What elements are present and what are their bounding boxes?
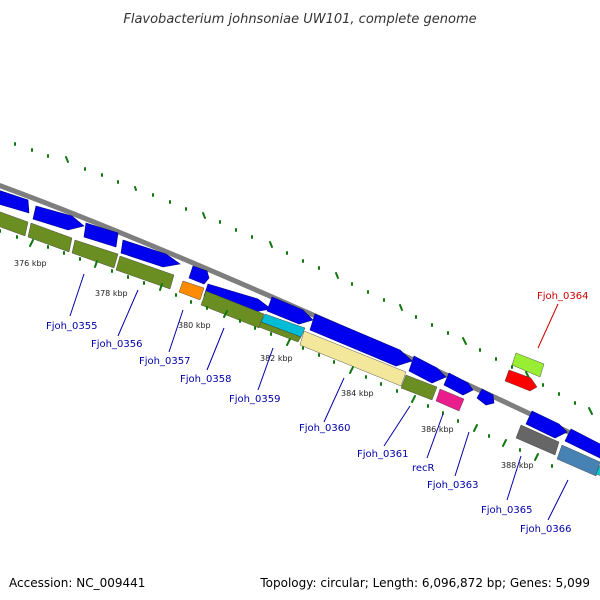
feature-bar-0365[interactable] xyxy=(515,424,560,456)
ruler-label-380: 380 kbp xyxy=(178,321,211,330)
gene-label-fjoh-0355[interactable]: Fjoh_0355 xyxy=(46,321,97,332)
feature-bar-0356b[interactable] xyxy=(115,255,175,290)
label-leader-lines xyxy=(69,273,569,521)
feature-bar-0366[interactable] xyxy=(556,444,600,477)
gene-arrow[interactable] xyxy=(120,239,181,268)
gene-label-fjoh-0359[interactable]: Fjoh_0359 xyxy=(229,394,280,405)
gene-label-fjoh-0361[interactable]: Fjoh_0361 xyxy=(357,449,408,460)
cog-features xyxy=(0,210,600,477)
ruler-label-384: 384 kbp xyxy=(341,389,374,398)
gene-arrow[interactable] xyxy=(203,283,272,313)
gene-arrow[interactable] xyxy=(309,313,413,367)
gene-arrow[interactable] xyxy=(0,189,30,214)
ruler-label-376: 376 kbp xyxy=(14,259,47,268)
gene-arrow[interactable] xyxy=(83,222,119,248)
gene-arrow[interactable] xyxy=(408,355,447,384)
accession-text: Accession: NC_009441 xyxy=(9,576,145,590)
outer-dot-ring xyxy=(14,142,593,415)
feature-bar-edge[interactable] xyxy=(595,464,600,477)
feature-bar-0358[interactable] xyxy=(200,290,265,329)
gene-arrow[interactable] xyxy=(188,265,210,285)
inner-tick-ring xyxy=(0,229,553,468)
gene-label-fjoh-0365[interactable]: Fjoh_0365 xyxy=(481,505,532,516)
label-leader-line-highlight xyxy=(537,303,559,349)
gene-arrow[interactable] xyxy=(266,296,314,325)
feature-bar-0364-red[interactable] xyxy=(504,369,538,392)
map-title: Flavobacterium johnsoniae UW101, complet… xyxy=(123,12,476,27)
gene-label-fjoh-0357[interactable]: Fjoh_0357 xyxy=(139,356,190,367)
gene-arrow[interactable] xyxy=(32,205,85,231)
feature-bar-0355b[interactable] xyxy=(27,222,73,253)
ruler-label-388: 388 kbp xyxy=(501,461,534,470)
feature-bar-0364[interactable] xyxy=(511,352,545,378)
feature-bar-0360[interactable] xyxy=(299,330,407,387)
gene-label-fjoh-0360[interactable]: Fjoh_0360 xyxy=(299,423,350,434)
gene-label-recr[interactable]: recR xyxy=(412,463,435,474)
gene-label-fjoh-0366[interactable]: Fjoh_0366 xyxy=(520,524,571,535)
feature-bar-0359b[interactable] xyxy=(258,321,302,343)
feature-bar-0356[interactable] xyxy=(71,239,119,269)
forward-strand-genes xyxy=(0,189,600,460)
topology-text: Topology: circular; Length: 6,096,872 bp… xyxy=(259,576,590,590)
gene-label-fjoh-0363[interactable]: Fjoh_0363 xyxy=(427,480,478,491)
ruler-label-378: 378 kbp xyxy=(95,289,128,298)
gene-label-fjoh-0364[interactable]: Fjoh_0364 xyxy=(537,291,588,302)
gene-arrow[interactable] xyxy=(443,372,474,396)
ruler-label-382: 382 kbp xyxy=(260,354,293,363)
gene-arrow[interactable] xyxy=(476,388,495,406)
gene-label-fjoh-0358[interactable]: Fjoh_0358 xyxy=(180,374,231,385)
feature-bar-0361[interactable] xyxy=(400,374,438,401)
gene-label-fjoh-0356[interactable]: Fjoh_0356 xyxy=(91,339,142,350)
feature-bar-0357[interactable] xyxy=(178,280,205,301)
gene-arrow[interactable] xyxy=(525,410,568,439)
gene-arrow[interactable] xyxy=(564,428,600,460)
feature-bar-recR[interactable] xyxy=(435,388,465,412)
feature-bar-0355[interactable] xyxy=(0,210,29,237)
